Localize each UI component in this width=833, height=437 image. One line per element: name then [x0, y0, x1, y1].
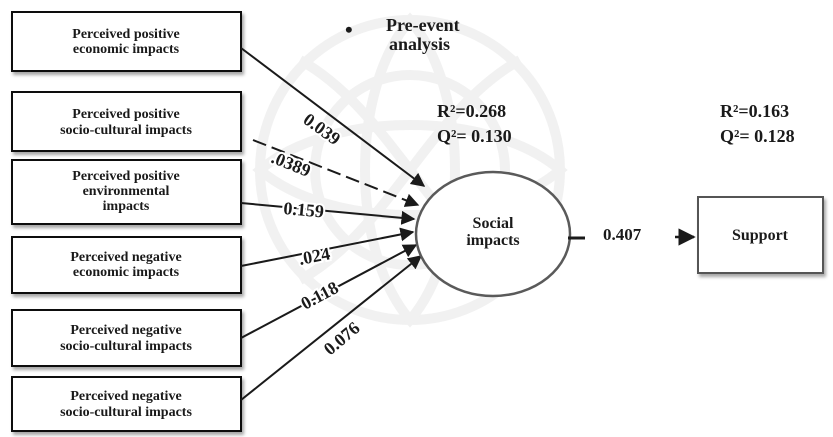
input-box-5-line-2: socio-cultural impacts — [60, 339, 192, 354]
input-box-4: Perceived negative economic impacts — [11, 236, 242, 294]
mediator-node: Social impacts — [414, 170, 572, 298]
path-arrow-3 — [240, 202, 416, 225]
input-box-2-line-2: socio-cultural impacts — [60, 123, 192, 138]
input-box-6: Perceived negative socio-cultural impact… — [11, 376, 242, 432]
outcome-path-coefficient: 0.407 — [603, 225, 642, 244]
outcome-r2: R²=0.163 — [720, 101, 789, 121]
path-arrow-6 — [240, 255, 423, 401]
title-line-1: Pre-event — [386, 15, 460, 35]
input-box-2-line-1: Perceived positive — [72, 107, 179, 122]
input-box-3-line-2: environmental — [83, 184, 170, 199]
input-box-6-line-2: socio-cultural impacts — [60, 405, 192, 420]
outcome-q2: Q²= 0.128 — [720, 126, 795, 146]
mediator-q2: Q²= 0.130 — [437, 126, 512, 146]
diagram-title: • Pre-event analysis — [345, 15, 460, 54]
path-arrow-1 — [240, 47, 426, 187]
mediator-line-1: Social — [473, 215, 514, 232]
input-box-1-line-1: Perceived positive — [72, 27, 179, 42]
outcome-label: Support — [732, 227, 789, 244]
input-box-4-line-2: economic impacts — [73, 265, 180, 280]
input-box-6-line-1: Perceived negative — [70, 389, 181, 404]
input-box-5-line-1: Perceived negative — [70, 323, 181, 338]
path-arrow-2 — [252, 139, 420, 207]
path-coefficient-6: 0.076 — [320, 318, 364, 359]
input-box-1-line-2: economic impacts — [73, 42, 180, 57]
input-box-5: Perceived negative socio-cultural impact… — [11, 309, 242, 367]
input-box-3-line-3: impacts — [103, 199, 150, 214]
input-box-3: Perceived positive environmental impacts — [11, 159, 242, 225]
input-box-2: Perceived positive socio-cultural impact… — [11, 91, 242, 152]
title-line-2: analysis — [389, 34, 450, 54]
input-box-1: Perceived positive economic impacts — [11, 11, 242, 72]
mediator-line-2: impacts — [466, 232, 519, 249]
outcome-box: Support — [697, 196, 824, 274]
input-box-3-line-1: Perceived positive — [72, 169, 179, 184]
path-arrow-4 — [240, 227, 415, 267]
path-coefficient-3: 0.159 — [283, 198, 325, 221]
path-arrow-5 — [240, 244, 418, 339]
input-box-4-line-1: Perceived negative — [70, 250, 181, 265]
mediator-r2: R²=0.268 — [437, 101, 506, 121]
title-bullet: • — [345, 17, 353, 42]
